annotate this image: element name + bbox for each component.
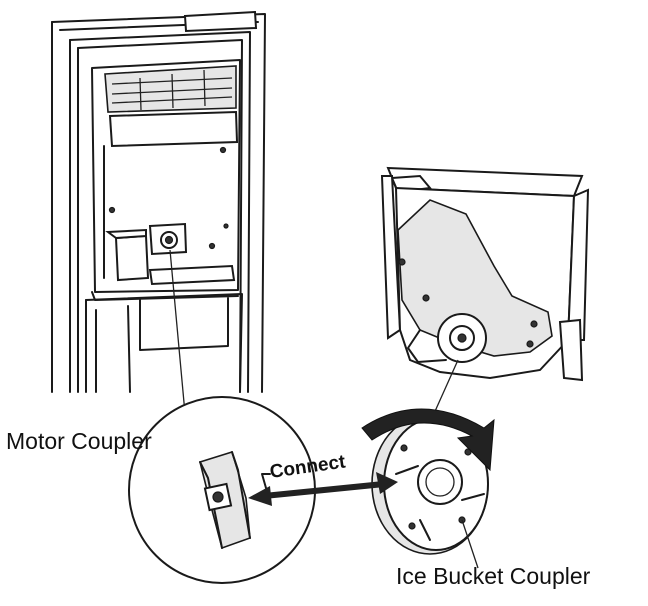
double-headed-arrow-icon [248, 472, 398, 506]
motor-coupler-magnifier [128, 396, 316, 584]
bucket-leader-line [431, 359, 459, 419]
ice-bucket [380, 166, 590, 382]
ice-bucket-coupler-label: Ice Bucket Coupler [396, 563, 591, 589]
refrigerator-door [51, 10, 266, 393]
motor-coupler-label: Motor Coupler [6, 428, 152, 454]
dispenser-panel [85, 293, 243, 393]
dispenser-cavity [91, 59, 241, 301]
ice-bucket-coupler-enlarged [371, 413, 489, 569]
curved-rotation-arrow-icon [361, 408, 495, 472]
